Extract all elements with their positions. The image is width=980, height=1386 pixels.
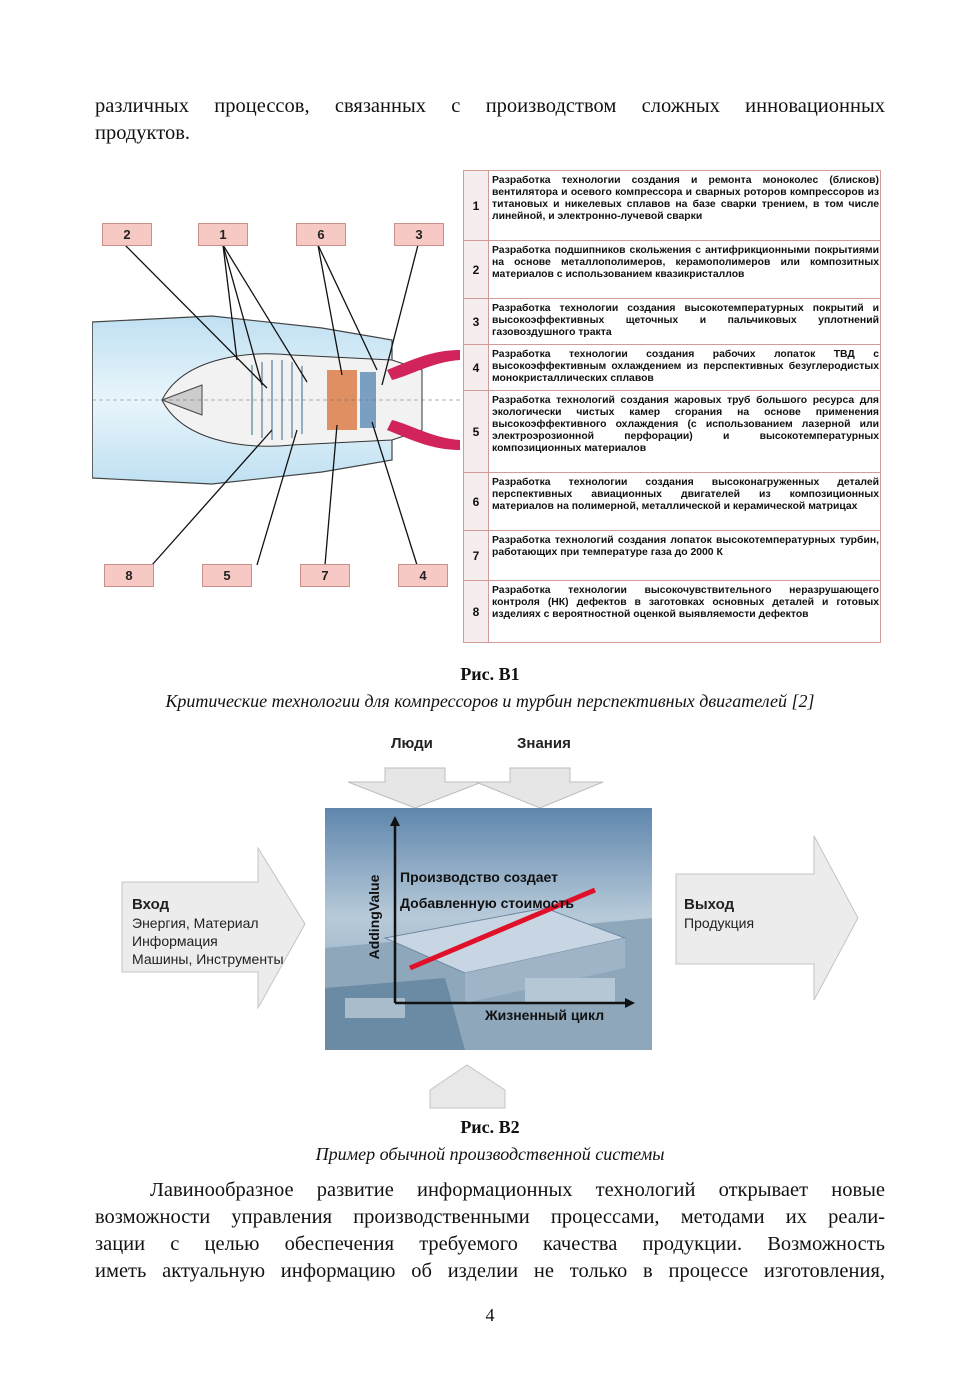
row-text: Разработка технологий создания лопаток в… (488, 530, 881, 581)
input-line: Машины, Инструменты (132, 951, 284, 967)
chart-line2: Добавленную стоимость (400, 895, 574, 911)
row-number: 1 (463, 170, 489, 241)
engine-label-top: 1 (198, 223, 248, 246)
body-line: иметь актуальную информацию об изделии н… (95, 1260, 885, 1282)
row-number: 6 (463, 472, 489, 531)
chart-line1: Производство создает (400, 869, 558, 885)
people-label: Люди (391, 735, 433, 752)
engine-label-top: 3 (394, 223, 444, 246)
row-number: 4 (463, 344, 489, 391)
engine-label-top: 6 (296, 223, 346, 246)
figure2-title: Рис. В2 (460, 1117, 520, 1137)
row-number: 7 (463, 530, 489, 581)
input-line: Информация (132, 933, 218, 949)
input-text: Вход Энергия, Материал Информация Машины… (132, 895, 284, 968)
figure1-title: Рис. В1 (460, 664, 520, 684)
figure1-caption: Критические технологии для компрессоров … (165, 691, 815, 711)
engine-label-bottom: 7 (300, 564, 350, 587)
row-text: Разработка подшипников скольжения с анти… (488, 240, 881, 299)
page-number: 4 (485, 1305, 495, 1325)
output-title: Выход (684, 896, 735, 913)
knowledge-label: Знания (517, 735, 571, 752)
engine-label-bottom: 5 (202, 564, 252, 587)
engine-label-bottom: 4 (398, 564, 448, 587)
intro-line: продуктов. (95, 122, 190, 144)
intro-paragraph: различных процессов, связанных с произво… (95, 93, 885, 147)
body-line: Лавинообразное развитие информационных т… (150, 1179, 885, 1201)
body-line: зации с целью обеспечения требуемого кач… (95, 1233, 885, 1255)
engine-diagram (91, 210, 460, 590)
row-text: Разработка технологии высокочувствительн… (488, 580, 881, 643)
row-number: 2 (463, 240, 489, 299)
input-line: Энергия, Материал (132, 915, 259, 931)
row-text: Разработка технологии создания и ремонта… (488, 170, 881, 241)
factory-photo (325, 808, 652, 1050)
row-number: 8 (463, 580, 489, 643)
output-line: Продукция (684, 915, 755, 931)
engine-label-top: 2 (102, 223, 152, 246)
row-text: Разработка технологии создания высокотем… (488, 298, 881, 345)
body-line: возможности управления производственными… (95, 1206, 885, 1228)
chart-x-label: Жизненный цикл (485, 1007, 605, 1023)
row-number: 3 (463, 298, 489, 345)
output-text: Выход Продукция (684, 895, 754, 932)
engine-label-bottom: 8 (104, 564, 154, 587)
intro-line: различных процессов, связанных с произво… (95, 95, 885, 117)
chart-y-label: AddingValue (366, 874, 382, 960)
value-line (409, 887, 596, 971)
row-text: Разработка технологии создания высоконаг… (488, 472, 881, 531)
figure2-caption: Пример обычной производственной системы (315, 1144, 665, 1164)
row-text: Разработка технологий создания жаровых т… (488, 390, 881, 473)
process-arrows (121, 767, 859, 1109)
row-text: Разработка технологии создания рабочих л… (488, 344, 881, 391)
body-paragraph: Лавинообразное развитие информационных т… (95, 1177, 885, 1285)
input-title: Вход (132, 896, 170, 913)
row-number: 5 (463, 390, 489, 473)
